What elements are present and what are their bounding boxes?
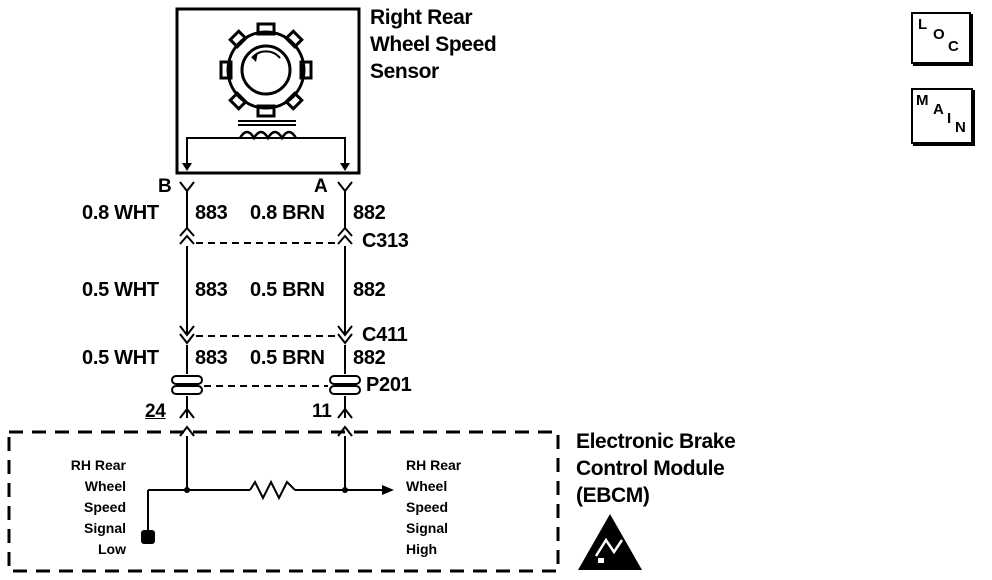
sensor-coil-icon [182, 120, 350, 171]
connector-c411-label: C411 [362, 324, 408, 346]
ebcm-title-line: Electronic Brake [576, 430, 736, 453]
main-letter: I [947, 110, 952, 127]
main-letter: A [933, 101, 944, 118]
connector-p201 [171, 375, 361, 395]
ebcm-pin-24-label: 24 [145, 401, 166, 422]
signal-high-line: RH Rear [406, 457, 462, 473]
circuit-number-label: 882 [353, 202, 386, 224]
main-letter: M [916, 92, 929, 109]
wire-size-label: 0.5 BRN [250, 347, 325, 369]
circuit-number-label: 883 [195, 279, 228, 301]
sensor-title: Right Rear Wheel Speed Sensor [370, 4, 497, 85]
ebcm-internal-circuit [141, 479, 394, 544]
signal-low-line: Wheel [84, 478, 126, 494]
loc-letter: C [948, 38, 959, 55]
signal-low-line: RH Rear [70, 457, 126, 473]
ebcm-pin-11-label: 11 [312, 401, 332, 422]
circuit-number-label: 883 [195, 347, 228, 369]
ebcm-title-line: (EBCM) [576, 484, 650, 507]
sensor-pin-b [179, 181, 195, 193]
circuit-number-label: 882 [353, 279, 386, 301]
wheel-speed-sensor [175, 7, 361, 175]
signal-high-line: Wheel [406, 478, 448, 494]
signal-high-line: Signal [406, 520, 449, 536]
ebcm-title-line: Control Module [576, 457, 725, 480]
signal-low-line: Speed [83, 499, 126, 515]
connector-p201-label: P201 [366, 374, 412, 396]
signal-low-line: Low [98, 541, 126, 557]
circuit-number-label: 882 [353, 347, 386, 369]
sensor-pin-a [337, 181, 353, 193]
signal-low-label: RH Rear Wheel Speed Signal Low [56, 455, 126, 560]
sensor-pin-a-label: A [314, 176, 328, 197]
wire-size-label: 0.8 WHT [82, 202, 159, 224]
sensor-pin-b-label: B [158, 176, 172, 197]
ground-icon [141, 530, 155, 544]
tone-ring-icon [219, 22, 313, 118]
loc-letter: L [918, 16, 928, 33]
signal-high-line: Speed [406, 499, 449, 515]
signal-low-line: Signal [83, 520, 126, 536]
wire-size-label: 0.5 WHT [82, 279, 159, 301]
sensor-title-line: Sensor [370, 60, 439, 83]
signal-high-label: RH Rear Wheel Speed Signal High [406, 455, 461, 560]
sensor-title-line: Wheel Speed [370, 33, 497, 56]
sensor-title-line: Right Rear [370, 6, 473, 29]
connector-c313-label: C313 [362, 230, 409, 252]
loc-letter: O [933, 26, 945, 43]
ebcm-title: Electronic Brake Control Module (EBCM) [576, 428, 736, 509]
esd-warning-icon [578, 514, 642, 570]
main-button[interactable]: M A I N [911, 88, 973, 144]
connector-c313 [179, 226, 353, 245]
connector-c411 [179, 325, 353, 345]
loc-button[interactable]: L O C [911, 12, 971, 64]
circuit-number-label: 883 [195, 202, 228, 224]
wire-size-label: 0.8 BRN [250, 202, 325, 224]
main-letter: N [955, 119, 966, 136]
wire-size-label: 0.5 BRN [250, 279, 325, 301]
signal-high-line: High [406, 541, 438, 557]
wire-size-label: 0.5 WHT [82, 347, 159, 369]
